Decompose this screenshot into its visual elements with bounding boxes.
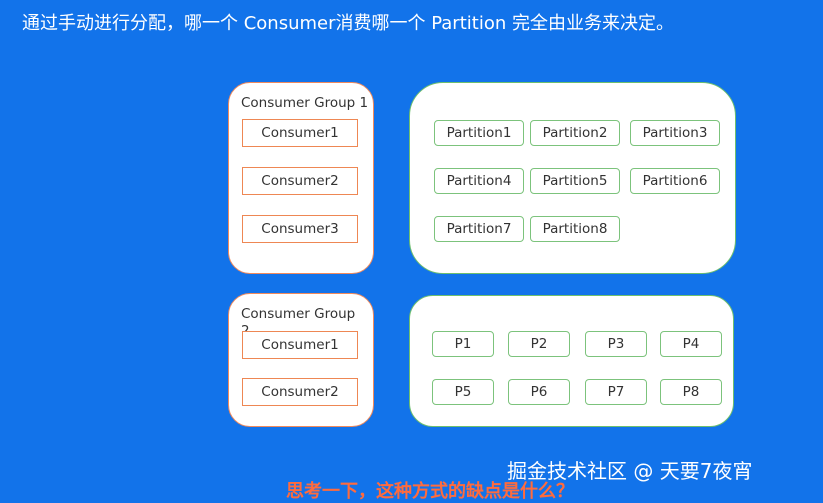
group1-consumer-1: Consumer1	[242, 119, 358, 147]
group2-consumer-1: Consumer1	[242, 331, 358, 359]
group1-partition-3: Partition3	[630, 120, 720, 146]
consumer-group-2-panel: Consumer Group 2 Consumer1 Consumer2	[228, 293, 374, 427]
group2-partition-p5: P5	[432, 379, 494, 405]
juejin-watermark: 掘金技术社区 @ 天要7夜宵	[507, 459, 753, 483]
group1-partition-8: Partition8	[530, 216, 620, 242]
group2-partition-p1: P1	[432, 331, 494, 357]
group1-consumer-3: Consumer3	[242, 215, 358, 243]
page-heading: 通过手动进行分配，哪一个 Consumer消费哪一个 Partition 完全由…	[22, 13, 674, 34]
group1-partition-7: Partition7	[434, 216, 524, 242]
group1-partition-4: Partition4	[434, 168, 524, 194]
group1-consumer-2: Consumer2	[242, 167, 358, 195]
group2-consumer-2: Consumer2	[242, 378, 358, 406]
group1-partition-6: Partition6	[630, 168, 720, 194]
group1-partitions-panel: Partition1 Partition2 Partition3 Partiti…	[409, 82, 736, 274]
group2-partition-p4: P4	[660, 331, 722, 357]
group2-partition-p6: P6	[508, 379, 570, 405]
group2-partitions-panel: P1 P2 P3 P4 P5 P6 P7 P8	[409, 295, 734, 427]
group2-partition-p3: P3	[585, 331, 647, 357]
consumer-group-1-panel: Consumer Group 1 Consumer1 Consumer2 Con…	[228, 82, 374, 274]
group1-partition-1: Partition1	[434, 120, 524, 146]
question-text: 思考一下，这种方式的缺点是什么？	[286, 481, 574, 502]
consumer-group-1-title: Consumer Group 1	[241, 95, 369, 111]
group2-partition-p7: P7	[585, 379, 647, 405]
group2-partition-p8: P8	[660, 379, 722, 405]
group2-partition-p2: P2	[508, 331, 570, 357]
group1-partition-5: Partition5	[530, 168, 620, 194]
group1-partition-2: Partition2	[530, 120, 620, 146]
